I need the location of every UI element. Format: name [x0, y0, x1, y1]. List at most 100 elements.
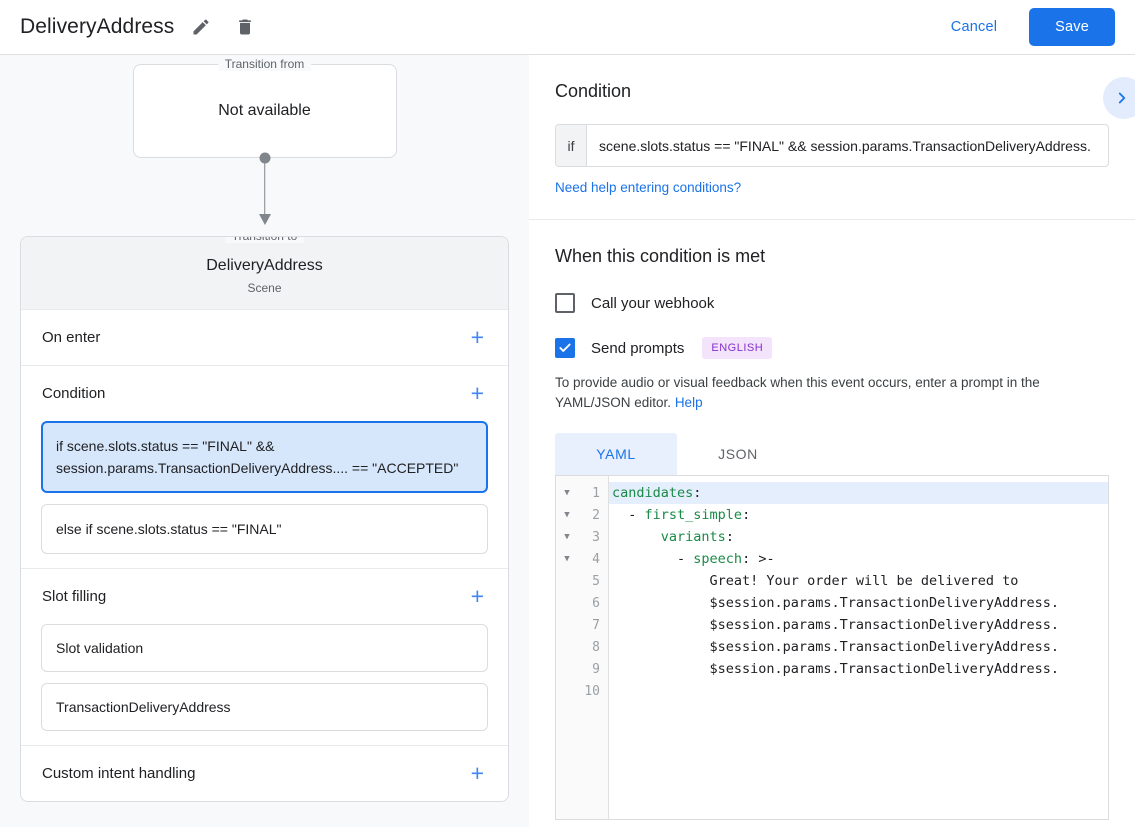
code-token: [612, 529, 661, 545]
code-token: $session.params.TransactionDeliveryAddre…: [612, 617, 1060, 633]
line-number: 9: [592, 661, 600, 677]
graph-connector: [133, 152, 397, 236]
code-token: :: [693, 485, 702, 501]
editor-line-number: 10: [556, 680, 608, 702]
editor-code-line: $session.params.TransactionDeliveryAddre…: [609, 614, 1108, 636]
code-token: $session.params.TransactionDeliveryAddre…: [612, 661, 1060, 677]
page-title: DeliveryAddress: [20, 15, 175, 38]
prompts-help-link[interactable]: Help: [674, 395, 703, 410]
line-number: 3: [592, 529, 600, 545]
transition-from-card[interactable]: Transition from Not available: [132, 57, 397, 158]
prompts-helper-text: To provide audio or visual feedback when…: [555, 373, 1109, 413]
slot-list-item[interactable]: Slot validation: [41, 624, 488, 672]
transition-to-legend: Transition to: [224, 237, 305, 243]
section-title-on-enter: On enter: [42, 329, 101, 346]
code-token: $session.params.TransactionDeliveryAddre…: [612, 639, 1060, 655]
editor-line-number: 7: [556, 614, 608, 636]
editor-code-line: candidates:: [609, 482, 1108, 504]
code-token: variants: [660, 529, 726, 545]
editor-line-number: ▼3: [556, 526, 608, 548]
section-title-slot-filling: Slot filling: [42, 588, 107, 605]
call-webhook-checkbox[interactable]: [555, 293, 575, 313]
section-on-enter: On enter +: [21, 309, 508, 365]
top-app-bar: DeliveryAddress Cancel Save: [0, 0, 1135, 55]
condition-list-item[interactable]: else if scene.slots.status == "FINAL": [41, 504, 488, 554]
connector-line: [263, 158, 266, 220]
section-header-slot-filling[interactable]: Slot filling +: [21, 569, 508, 624]
call-webhook-label: Call your webhook: [591, 294, 715, 312]
editor-line-number: ▼4: [556, 548, 608, 570]
line-number: 8: [592, 639, 600, 655]
section-slot-filling: Slot filling + Slot validation Transacti…: [21, 568, 508, 745]
transition-from-body: Not available: [134, 65, 396, 157]
section-condition: Condition + if scene.slots.status == "FI…: [21, 365, 508, 568]
when-condition-met-section: When this condition is met Call your web…: [529, 220, 1135, 820]
language-badge: ENGLISH: [702, 337, 773, 359]
section-header-condition[interactable]: Condition +: [21, 366, 508, 421]
transition-from-legend: Transition from: [217, 57, 312, 71]
add-condition-icon[interactable]: +: [470, 380, 484, 406]
line-number: 1: [592, 485, 600, 501]
send-prompts-row: Send prompts ENGLISH: [555, 337, 1109, 359]
editor-line-number: 5: [556, 570, 608, 592]
code-token: $session.params.TransactionDeliveryAddre…: [612, 595, 1060, 611]
code-token: first_simple: [644, 507, 743, 523]
slot-list-item[interactable]: TransactionDeliveryAddress: [41, 683, 488, 731]
section-title-condition: Condition: [42, 385, 106, 402]
add-custom-intent-icon[interactable]: +: [470, 760, 484, 786]
condition-list: if scene.slots.status == "FINAL" && sess…: [21, 421, 508, 568]
code-token: -: [612, 551, 694, 567]
delete-trash-icon[interactable]: [228, 10, 262, 44]
tab-json[interactable]: JSON: [718, 446, 758, 462]
section-custom-intent-handling: Custom intent handling +: [21, 745, 508, 801]
fold-arrow-icon[interactable]: ▼: [564, 554, 570, 564]
condition-list-item[interactable]: if scene.slots.status == "FINAL" && sess…: [41, 421, 488, 493]
section-title-custom-intent-handling: Custom intent handling: [42, 765, 196, 782]
editor-code-line: Great! Your order will be delivered to: [609, 570, 1108, 592]
fold-arrow-icon[interactable]: ▼: [564, 510, 570, 520]
condition-expression-input[interactable]: [587, 125, 1108, 166]
section-header-on-enter[interactable]: On enter +: [21, 310, 508, 365]
code-token: :: [725, 529, 734, 545]
editor-line-number: ▼1: [556, 482, 608, 504]
transition-to-title: DeliveryAddress: [206, 257, 323, 274]
transition-from-value: Not available: [218, 102, 311, 119]
line-number: 2: [592, 507, 600, 523]
editor-line-number: 6: [556, 592, 608, 614]
section-header-custom-intent-handling[interactable]: Custom intent handling +: [21, 746, 508, 801]
transition-to-header[interactable]: DeliveryAddress Scene: [21, 237, 508, 309]
transition-to-card: Transition to DeliveryAddress Scene On e…: [20, 236, 509, 802]
line-number: 7: [592, 617, 600, 633]
tab-yaml[interactable]: YAML: [555, 433, 677, 475]
fold-arrow-icon[interactable]: ▼: [564, 532, 570, 542]
add-slot-filling-icon[interactable]: +: [470, 583, 484, 609]
condition-input-group: if: [555, 124, 1109, 167]
transition-graph: Transition from Not available: [0, 55, 529, 236]
send-prompts-checkbox[interactable]: [555, 338, 575, 358]
chevron-right-icon[interactable]: [1103, 77, 1135, 119]
condition-help-link[interactable]: Need help entering conditions?: [555, 180, 742, 195]
line-number: 10: [584, 683, 600, 699]
fold-arrow-icon[interactable]: ▼: [564, 488, 570, 498]
connector-arrow-icon: [258, 214, 271, 225]
line-number: 6: [592, 595, 600, 611]
code-token: : >-: [742, 551, 775, 567]
webhook-row: Call your webhook: [555, 293, 1109, 313]
transition-to-subtitle: Scene: [247, 281, 282, 295]
editor-line-number: ▼2: [556, 504, 608, 526]
add-on-enter-icon[interactable]: +: [470, 324, 484, 350]
when-met-heading: When this condition is met: [555, 246, 766, 266]
editor-code-area[interactable]: candidates: - first_simple: variants: - …: [609, 476, 1108, 819]
editor-code-line: variants:: [609, 526, 1108, 548]
editor-format-tabs: YAML JSON: [555, 433, 1109, 475]
edit-pencil-icon[interactable]: [184, 10, 218, 44]
slot-filling-list: Slot validation TransactionDeliveryAddre…: [21, 624, 508, 745]
cancel-button[interactable]: Cancel: [937, 10, 1011, 44]
code-token: candidates: [612, 485, 694, 501]
save-button[interactable]: Save: [1029, 8, 1115, 46]
line-number: 4: [592, 551, 600, 567]
condition-editor-section: Condition if Need help entering conditio…: [529, 55, 1135, 220]
editor-code-line: $session.params.TransactionDeliveryAddre…: [609, 636, 1108, 658]
